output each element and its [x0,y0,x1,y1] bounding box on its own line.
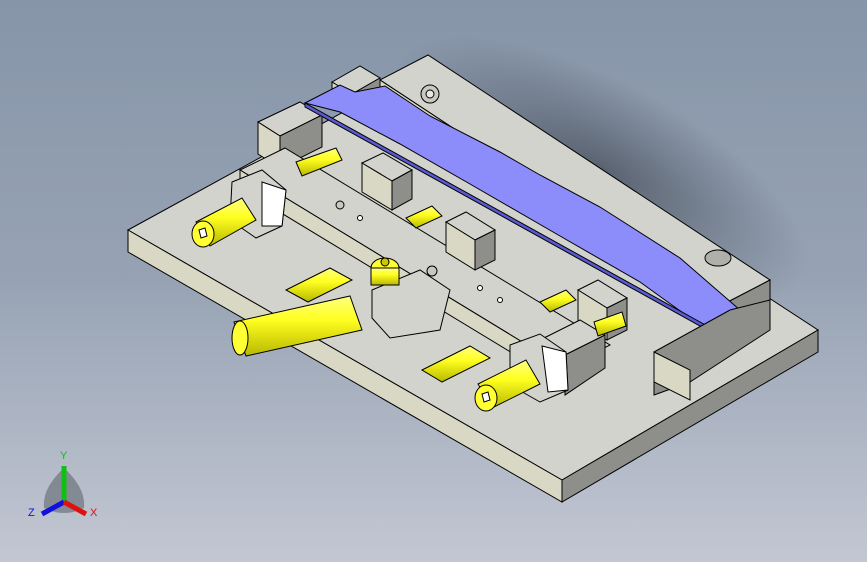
y-axis-label: Y [60,450,68,462]
z-axis-label: Z [28,507,35,519]
z-axis-icon [40,499,66,517]
orientation-triad: Y Z X [28,450,98,519]
locating-pins[interactable] [295,147,627,337]
x-axis-icon [62,499,88,517]
handle-lever[interactable] [231,295,363,357]
swing-clamp[interactable] [370,257,451,339]
hex-nut-right[interactable] [509,333,569,403]
socket-bolt-left[interactable] [191,197,257,248]
t-slot-clamps[interactable] [284,205,577,383]
x-axis-label: X [90,507,98,519]
right-front-block[interactable] [653,299,771,401]
socket-bolt-right[interactable] [474,359,541,412]
